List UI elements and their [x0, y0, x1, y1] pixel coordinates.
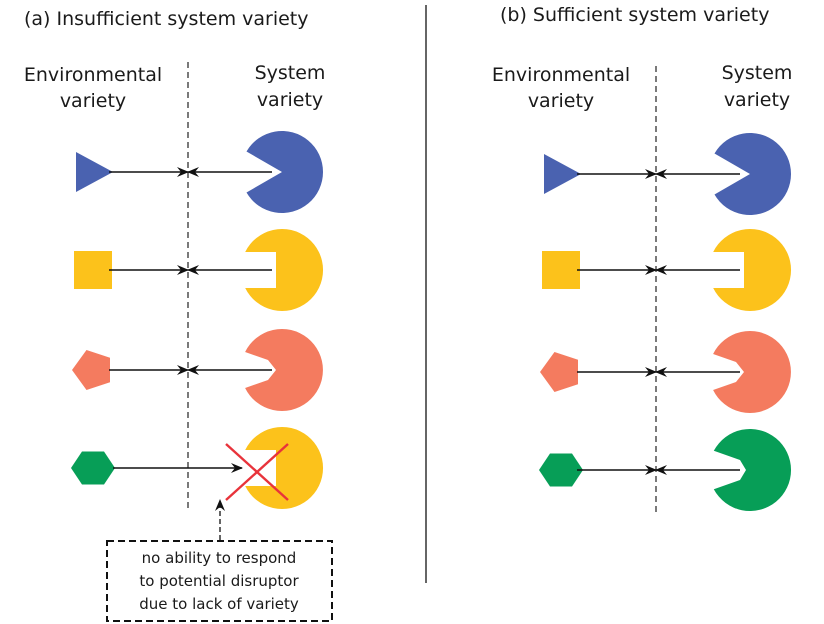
panel-a-env-pentagon-3 [72, 350, 110, 390]
panel-a-rows [71, 131, 324, 509]
panel-b-env-triangle-1 [544, 154, 581, 194]
panel-a-env-label-line1: Environmental [24, 64, 162, 86]
panel-b-title: (b) Sufficient system variety [500, 4, 769, 26]
failure-cross [225, 443, 289, 501]
panel-b-row-1 [544, 132, 792, 215]
panel-b-env-label-line1: Environmental [492, 64, 630, 86]
panel-b-rows [539, 132, 792, 511]
panel-b-system-pentagon-notch-3 [713, 330, 791, 413]
panel-a-row-1 [76, 131, 324, 213]
panel-b-env-hexagon-4 [539, 453, 583, 487]
panel-a-env-square-2 [74, 251, 112, 289]
callout-box [106, 540, 333, 622]
panel-a-env-label-line2: variety [60, 90, 126, 112]
panel-a-system-square-notch-2 [245, 229, 324, 311]
panel-a-sys-label-line2: variety [257, 89, 323, 111]
panel-a-title: (a) Insufficient system variety [24, 8, 309, 30]
panel-b-env-label-line2: variety [528, 90, 594, 112]
panel-a-env-triangle-1 [76, 152, 113, 192]
panel-a-sys-label-line1: System [255, 62, 326, 84]
panel-b-env-pentagon-3 [540, 352, 578, 392]
panel-b-system-hexagon-notch-4 [713, 428, 792, 511]
panel-a-system-pentagon-notch-3 [245, 329, 323, 411]
panel-a-system-v-notch-1 [246, 131, 324, 213]
panel-a-row-3 [72, 329, 323, 411]
panel-a-row-4 [71, 426, 324, 509]
panel-b-sys-label-line1: System [722, 62, 793, 84]
callout-line-3: due to lack of variety [139, 595, 299, 613]
panel-b-sys-label-line2: variety [724, 89, 790, 111]
callout-line-1: no ability to respond [142, 549, 297, 567]
panel-b-row-4 [539, 428, 792, 511]
panel-b-env-square-2 [542, 251, 580, 289]
panel-b-row-3 [540, 330, 791, 413]
panel-a-system-square-notch-4 [245, 426, 324, 509]
panel-b-system-v-notch-1 [714, 132, 792, 215]
panel-b-row-2 [542, 228, 792, 311]
callout-line-2: to potential disruptor [139, 572, 299, 590]
panel-a-row-2 [74, 229, 324, 311]
panel-b-system-square-notch-2 [713, 228, 792, 311]
panel-a-env-hexagon-4 [71, 451, 115, 485]
